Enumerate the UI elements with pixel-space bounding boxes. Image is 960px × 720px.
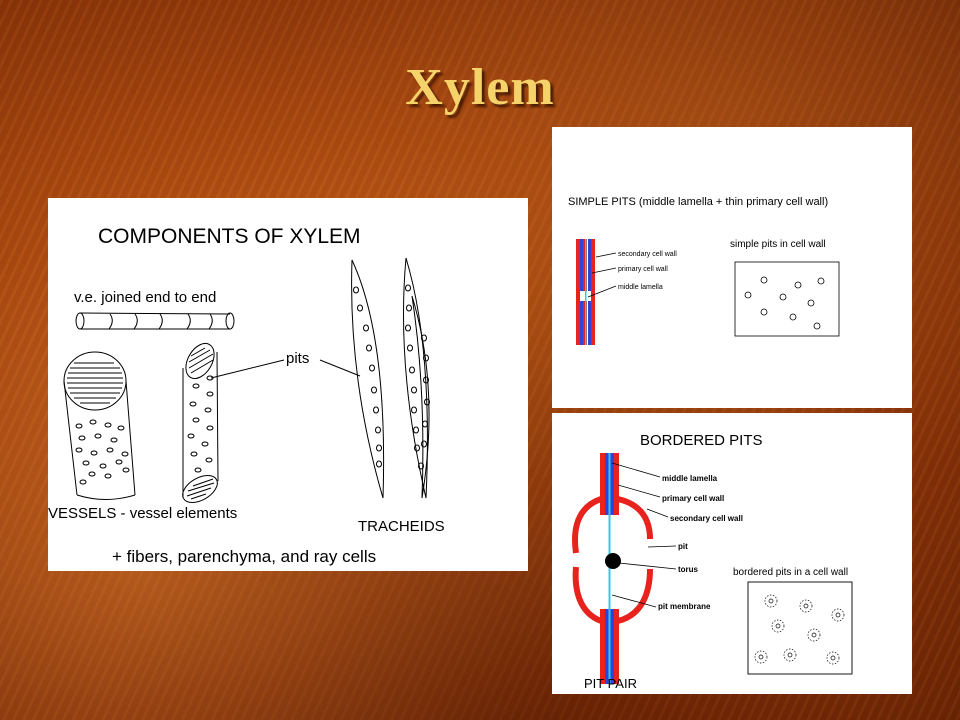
components-diagram-panel: COMPONENTS OF XYLEM v.e. joined end to e… [48, 198, 528, 571]
slide-title: Xylem [405, 59, 555, 116]
bordered-pit-pointers [611, 462, 677, 608]
simple-secondary-label: secondary cell wall [618, 251, 677, 258]
tracheids-label: TRACHEIDS [358, 518, 445, 535]
vessel-element-narrow [182, 342, 219, 503]
bordered-pits-wall [747, 581, 853, 675]
bordered-membrane-label: pit membrane [658, 602, 711, 611]
bordered-torus-label: torus [678, 565, 699, 574]
simple-pits-heading: SIMPLE PITS (middle lamella + thin prima… [568, 196, 828, 208]
pits-label: pits [286, 350, 309, 367]
simple-primary-label: primary cell wall [618, 266, 668, 273]
simple-pits-panel: SIMPLE PITS (middle lamella + thin prima… [552, 127, 912, 408]
simple-pit-wall-section [576, 239, 595, 345]
tracheid-cells [351, 257, 430, 499]
bordered-primary-label: primary cell wall [662, 494, 724, 503]
ve-label: v.e. joined end to end [74, 289, 216, 306]
bordered-pit-label: pit [678, 542, 688, 551]
bordered-secondary-label: secondary cell wall [670, 514, 743, 523]
bordered-middle-label: middle lamella [662, 474, 718, 483]
bordered-pits-heading: BORDERED PITS [640, 432, 763, 449]
pit-pair-section [572, 453, 653, 684]
pit-pair-label: PIT PAIR [584, 676, 637, 691]
simple-wall-label: simple pits in cell wall [730, 239, 826, 250]
simple-pits-wall [734, 261, 840, 337]
bordered-pits-panel: BORDERED PITS [552, 413, 912, 694]
vessel-element-wide [63, 351, 136, 500]
bordered-wall-label: bordered pits in a cell wall [733, 567, 848, 578]
components-diagram: COMPONENTS OF XYLEM v.e. joined end to e… [48, 225, 445, 566]
components-footer: + fibers, parenchyma, and ray cells [112, 547, 376, 566]
bordered-pits-diagram: BORDERED PITS [572, 432, 853, 691]
components-heading: COMPONENTS OF XYLEM [98, 225, 361, 248]
vessels-label: VESSELS - vessel elements [48, 505, 237, 522]
simple-pits-diagram: SIMPLE PITS (middle lamella + thin prima… [568, 196, 840, 345]
simple-pit-pointers [587, 252, 617, 298]
simple-middle-label: middle lamella [618, 284, 663, 291]
pits-pointers [210, 359, 361, 379]
joined-vessel-elements [75, 312, 235, 330]
